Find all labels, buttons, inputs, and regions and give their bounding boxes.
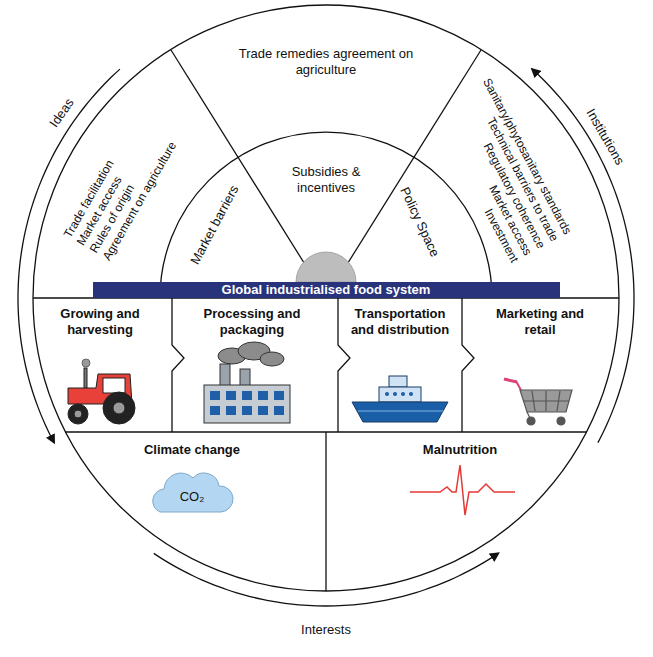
factory-icon: [274, 406, 284, 415]
node-text: Trade remedies agreement on agriculture: [236, 46, 416, 78]
wheel-outline: [33, 5, 619, 591]
factory-icon: [242, 391, 252, 400]
tractor-icon: [84, 368, 87, 388]
node-text: Subsidies & incentives: [276, 164, 376, 196]
factory-icon: [220, 364, 230, 386]
wheel-outline: [160, 132, 492, 298]
cart-icon: [520, 390, 572, 412]
node-text: Growing and harvesting: [38, 306, 162, 338]
factory-icon: [226, 406, 236, 415]
cycle-arrow: [18, 69, 634, 606]
factory-icon: [240, 369, 250, 386]
cart-icon: [504, 379, 572, 425]
node-text: Global industrialised food system: [93, 282, 560, 298]
cart-icon: [527, 417, 535, 425]
node-text: Malnutrition: [385, 442, 535, 458]
factory-icon: [210, 406, 220, 415]
ship-icon: [409, 392, 413, 396]
ship-icon: [389, 376, 407, 387]
cycle-label: Interests: [301, 622, 351, 638]
stage-panel: Processing and packaging: [190, 306, 314, 338]
factory-icon: [258, 391, 268, 400]
wheel-outline: [462, 298, 474, 432]
heartbeat-line: [410, 465, 515, 515]
tractor-icon: [68, 359, 135, 424]
effect-sector: Subsidies & incentives: [276, 164, 376, 196]
policy-sector: Trade remedies agreement on agriculture: [236, 46, 416, 78]
tractor-icon: [103, 392, 135, 424]
ship-icon: [393, 392, 397, 396]
node-text: Transportation and distribution: [342, 306, 458, 338]
factory-icon: [226, 391, 236, 400]
ship-icon: [379, 387, 421, 402]
chemical-formula: CO₂: [180, 489, 205, 505]
stage-panel: Growing and harvesting: [38, 306, 162, 338]
factory-icon: [258, 406, 268, 415]
wheel-outline: [325, 432, 326, 591]
factory-icon: [210, 391, 220, 400]
factory-icon: [260, 352, 284, 366]
cart-icon: [523, 400, 569, 401]
hub-semicircle: [296, 252, 356, 282]
outcome-panel: Malnutrition: [385, 442, 535, 458]
ship-icon: [352, 402, 448, 422]
stage-panel: Transportation and distribution: [342, 306, 458, 338]
ship-icon: [352, 376, 448, 422]
cycle-label: Ideas: [46, 95, 77, 130]
wheel-outline: [172, 298, 184, 432]
ship-icon: [385, 392, 389, 396]
node-text: Processing and packaging: [190, 306, 314, 338]
stage-panel: Marketing and retail: [482, 306, 598, 338]
factory-icon: [242, 406, 252, 415]
tractor-icon: [68, 404, 88, 424]
co2-cloud: [153, 473, 233, 512]
cycle-arrow: [154, 553, 498, 606]
tractor-icon: [74, 410, 82, 418]
wheel-outline: [33, 5, 619, 591]
outcome-panel: Climate change: [117, 442, 267, 458]
factory-window: [210, 391, 284, 415]
ship-icon: [401, 392, 405, 396]
system-banner: Global industrialised food system: [93, 282, 560, 298]
cycle-arrow: [532, 69, 634, 442]
cart-icon: [557, 417, 565, 425]
factory-icon: [274, 391, 284, 400]
node-text: Marketing and retail: [482, 306, 598, 338]
node-text: Climate change: [117, 442, 267, 458]
wheel-outline: [338, 298, 350, 432]
tractor-icon: [103, 378, 125, 393]
ship-icon: [358, 411, 443, 412]
tractor-icon: [113, 402, 125, 414]
cart-icon: [504, 379, 517, 382]
factory-icon: [204, 342, 290, 423]
tractor-icon: [82, 359, 90, 367]
factory-icon: [204, 385, 290, 423]
